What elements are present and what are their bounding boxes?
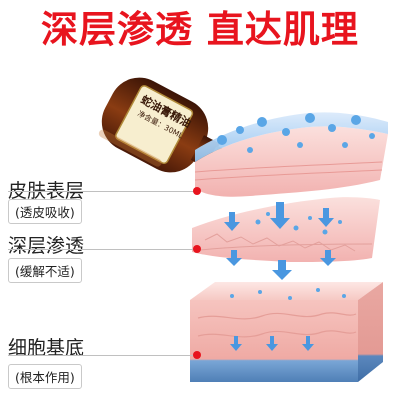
layer-title-base: 细胞基底 [8,337,85,359]
layer-note-base: (根本作用) [8,364,82,389]
leader-line-base [8,355,196,356]
skin-surface-layer [194,112,388,197]
marker-dot-surface [193,187,201,195]
deep-layer [192,197,380,262]
droplets [217,113,375,300]
layer-note-deep: (缓解不适) [8,258,82,283]
layer-note-surface: (透皮吸收) [8,199,82,224]
layer-title-deep: 深层渗透 [8,235,85,257]
leader-line-deep [8,249,196,250]
arrows [224,202,336,351]
marker-dot-deep [193,245,201,253]
headline: 深层渗透 直达肌理 [41,8,359,51]
leader-line-surface [8,191,196,192]
cell-base-block [190,282,383,382]
marker-dot-base [193,351,201,359]
